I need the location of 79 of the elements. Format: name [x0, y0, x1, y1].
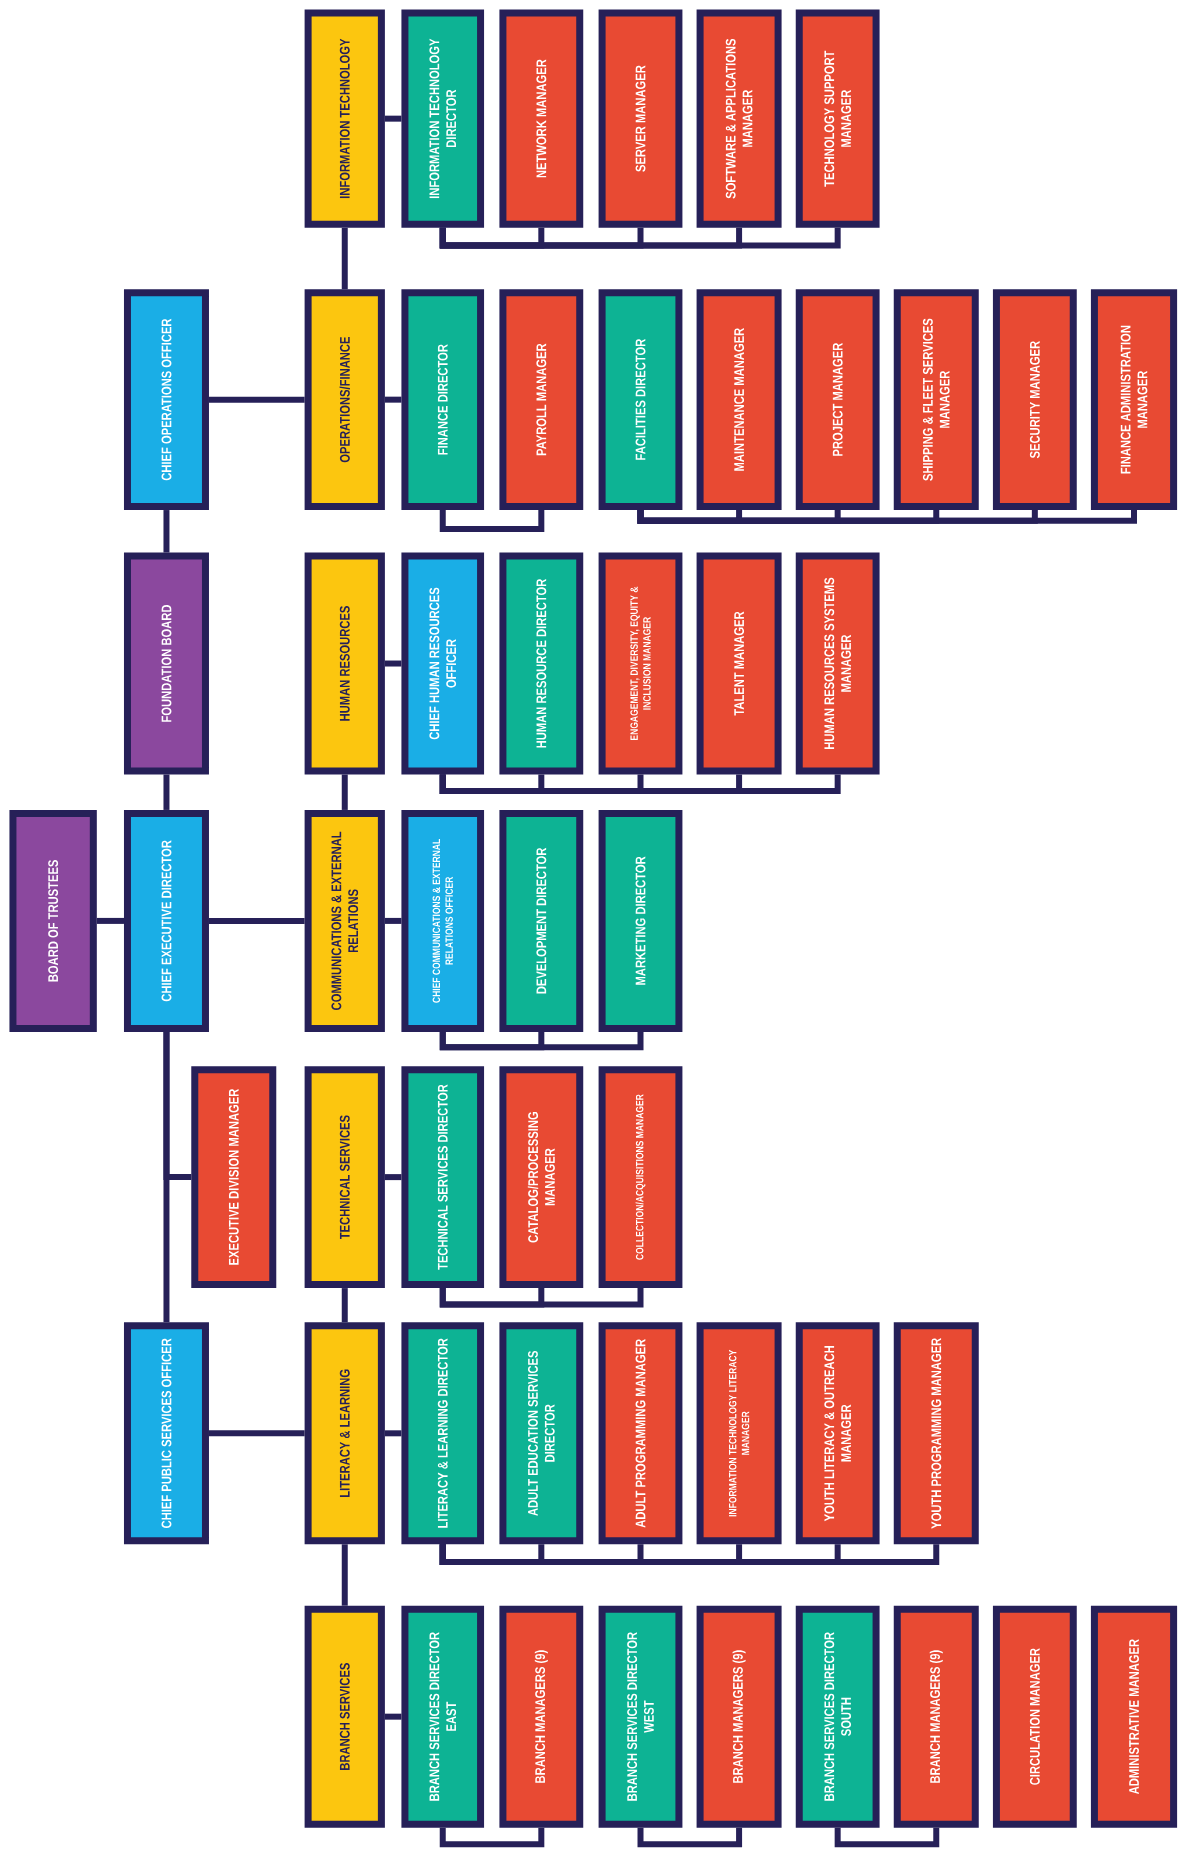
- org-chart-box: TECHNICAL SERVICES: [304, 1066, 385, 1289]
- org-chart-box: NETWORK MANAGER: [499, 9, 584, 228]
- connector-line: [384, 660, 402, 667]
- connector-line: [341, 1288, 348, 1323]
- org-chart-box: SHIPPING & FLEET SERVICES MANAGER: [893, 289, 979, 511]
- org-chart-box: BRANCH SERVICES DIRECTOR SOUTH: [795, 1605, 880, 1828]
- connector-line: [208, 917, 305, 924]
- org-chart-box: INFORMATION TECHNOLOGY: [304, 9, 385, 228]
- connector-line: [637, 510, 1137, 524]
- org-chart-box: CHIEF PUBLIC SERVICES OFFICER: [123, 1322, 209, 1545]
- connector-line: [439, 510, 545, 532]
- connector-line: [208, 1430, 305, 1437]
- org-chart-box: HUMAN RESOURCE DIRECTOR: [499, 552, 584, 775]
- org-chart-box: PROJECT MANAGER: [795, 289, 880, 511]
- org-chart-box: BRANCH MANAGERS (9): [499, 1605, 584, 1828]
- connector-line: [439, 1288, 644, 1308]
- connector-line: [341, 1544, 348, 1606]
- connector-line: [163, 510, 170, 553]
- org-chart-box: COMMUNICATIONS & EXTERNAL RELATIONS: [304, 809, 385, 1032]
- connector-line: [384, 115, 402, 122]
- connector-line: [341, 774, 348, 810]
- connector-line: [439, 1827, 545, 1848]
- org-chart-box: CHIEF HUMAN RESOURCES OFFICER: [401, 552, 485, 775]
- connector-line: [163, 774, 170, 810]
- org-chart-box: CHIEF COMMUNICATIONS & EXTERNAL RELATIONS OFFICER: [401, 809, 485, 1032]
- org-chart-box: BRANCH SERVICES DIRECTOR WEST: [598, 1605, 683, 1828]
- org-chart-box: ADULT EDUCATION SERVICES DIRECTOR: [499, 1322, 584, 1545]
- org-chart-box: DEVELOPMENT DIRECTOR: [499, 809, 584, 1032]
- org-chart-box: SOFTWARE & APPLICATIONS MANAGER: [696, 9, 782, 228]
- org-chart-box: FOUNDATION BOARD: [123, 552, 209, 775]
- connector-line: [384, 1713, 402, 1720]
- org-chart-box: CIRCULATION MANAGER: [992, 1605, 1077, 1828]
- org-chart-box: SECURITY MANAGER: [992, 289, 1077, 511]
- org-chart-box: BRANCH MANAGERS (9): [893, 1605, 979, 1828]
- org-chart-box: BRANCH SERVICES: [304, 1605, 385, 1828]
- org-chart-box: TECHNICAL SERVICES DIRECTOR: [401, 1066, 485, 1289]
- org-chart-box: SERVER MANAGER: [598, 9, 683, 228]
- connector-line: [439, 1544, 940, 1565]
- org-chart-box: LITERACY & LEARNING: [304, 1322, 385, 1545]
- org-chart-box: CHIEF EXECUTIVE DIRECTOR: [123, 809, 209, 1032]
- connector-line: [637, 1827, 743, 1848]
- connector-line: [96, 917, 124, 924]
- connector-line: [163, 1031, 170, 1323]
- org-chart-box: LITERACY & LEARNING DIRECTOR: [401, 1322, 485, 1545]
- org-chart-box: INFORMATION TECHNOLOGY LITERACY MANAGER: [696, 1322, 782, 1545]
- org-chart-box: TECHNOLOGY SUPPORT MANAGER: [795, 9, 880, 228]
- org-chart-box: YOUTH LITERACY & OUTREACH MANAGER: [795, 1322, 880, 1545]
- connector-line: [341, 227, 348, 290]
- org-chart-box: COLLECTION/ACQUISITIONS MANAGER: [598, 1066, 683, 1289]
- connector-line: [384, 1430, 402, 1437]
- connector-line: [384, 917, 402, 924]
- org-chart-box: ADULT PROGRAMMING MANAGER: [598, 1322, 683, 1545]
- connector-line: [834, 1827, 940, 1848]
- org-chart-box: PAYROLL MANAGER: [499, 289, 584, 511]
- org-chart-box: BRANCH SERVICES DIRECTOR EAST: [401, 1605, 485, 1828]
- org-chart-box: YOUTH PROGRAMMING MANAGER: [893, 1322, 979, 1545]
- connector-line: [439, 774, 841, 795]
- org-chart-box: ENGAGEMENT, DIVERSITY, EQUITY & INCLUSION MANAGER: [598, 552, 683, 775]
- org-chart-box: MAINTENANCE MANAGER: [696, 289, 782, 511]
- org-chart-box: CHIEF OPERATIONS OFFICER: [123, 289, 209, 511]
- org-chart-box: FACILITIES DIRECTOR: [598, 289, 683, 511]
- connector-line: [439, 227, 841, 249]
- org-chart-box: FINANCE DIRECTOR: [401, 289, 485, 511]
- connector-line: [439, 1031, 644, 1051]
- org-chart-box: HUMAN RESOURCES SYSTEMS MANAGER: [795, 552, 880, 775]
- org-chart-box: OPERATIONS/FINANCE: [304, 289, 385, 511]
- org-chart-box: FINANCE ADMINISTRATION MANAGER: [1090, 289, 1178, 511]
- org-chart-box: INFORMATION TECHNOLOGY DIRECTOR: [401, 9, 485, 228]
- connector-line: [208, 396, 305, 403]
- org-chart-box: MARKETING DIRECTOR: [598, 809, 683, 1032]
- connector-line: [384, 1174, 402, 1181]
- org-chart-box: TALENT MANAGER: [696, 552, 782, 775]
- connector-line: [384, 396, 402, 403]
- org-chart-box: EXECUTIVE DIVISION MANAGER: [191, 1066, 277, 1289]
- org-chart-box: HUMAN RESOURCES: [304, 552, 385, 775]
- org-chart-box: CATALOG/PROCESSING MANAGER: [499, 1066, 584, 1289]
- org-chart-box: BRANCH MANAGERS (9): [696, 1605, 782, 1828]
- org-chart-box: ADMINISTRATIVE MANAGER: [1090, 1605, 1178, 1828]
- org-chart-box: BOARD OF TRUSTEES: [9, 809, 97, 1032]
